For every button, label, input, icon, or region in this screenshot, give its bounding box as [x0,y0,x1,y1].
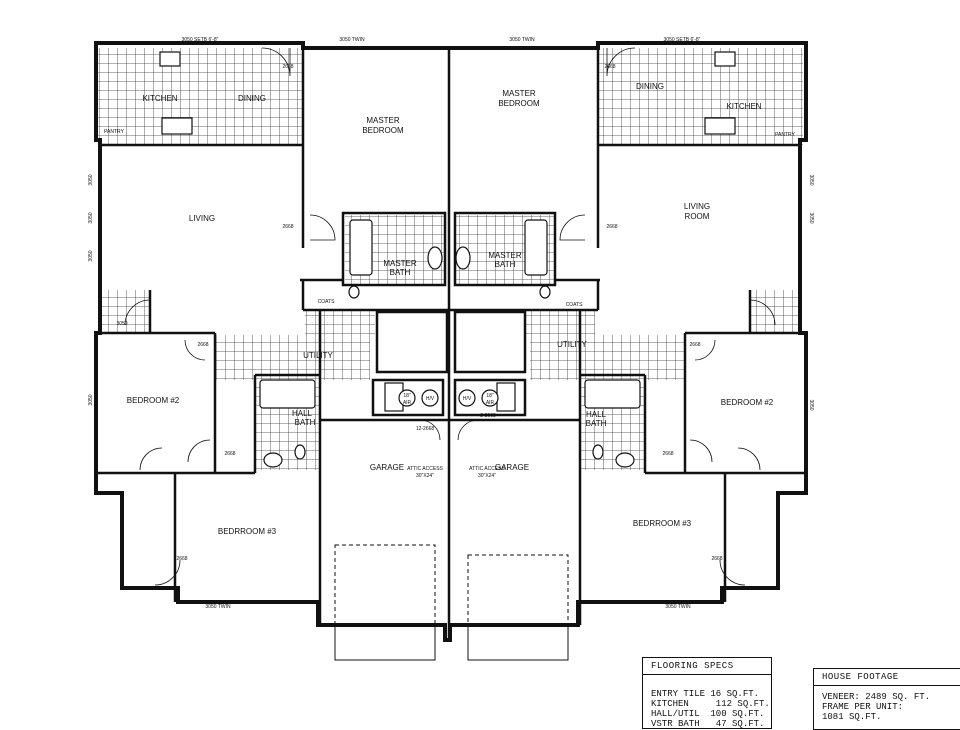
window-label: 3050 TWIN [205,604,231,610]
house-footage-row: 1081 SQ.FT. [822,712,882,722]
door-tag: 2668 [606,224,617,230]
bedroom3-label: BEDRROOM #3 [218,527,277,536]
living-label: LIVING [189,214,215,223]
house-footage-row: VENEER: 2489 SQ. FT. [822,692,931,702]
window-label: 3050 [808,399,814,410]
utility-label: UTILITY [303,351,333,360]
bedroom2-label: BEDROOM #2 [721,398,774,407]
window-label: 3050 TWIN [339,37,365,43]
door-tag: 2668 [604,64,615,70]
tile-floors [98,48,803,470]
door-tag: 2668 [197,342,208,348]
pantry-label: PANTRY [104,129,124,135]
door-tags: 2668 2668 2668 2668 2668 2668 2668 2668 … [176,64,722,562]
attic-label: 30"X24" [416,473,434,479]
door-tag: 2668 [689,342,700,348]
air-label: 18" [486,393,494,399]
window-label: 3050 SETB 6'-8" [182,37,219,43]
window-label: 3050 [808,212,814,223]
flooring-spec-row: HALL/UTIL 100 SQ.FT. [651,709,765,719]
door-tag: 2668 [282,64,293,70]
hall-bath-label: HALL [292,409,313,418]
window-label: 3050 [116,321,127,327]
flooring-spec-row: ENTRY TILE 16 SQ.FT. [651,689,760,699]
coats-label: COATS [566,302,584,308]
right-unit-labels: KITCHEN DINING PANTRY LIVING ROOM MASTER… [463,82,796,528]
garage-door-note: 2-2668 [480,413,496,419]
master-bath-label: BATH [390,268,411,277]
window-label: 3050 [88,394,94,405]
air-label: 18" [403,393,411,399]
hv-label: H/V [426,396,435,402]
coats-label: COATS [318,299,336,305]
interior-walls [96,48,806,640]
living-label: ROOM [685,212,710,221]
pantry-label: PANTRY [775,132,795,138]
window-label: 3050 [808,174,814,185]
exterior-walls [94,41,808,642]
door-tag: 2668 [662,451,673,457]
left-unit-labels: KITCHEN DINING PANTRY LIVING MASTER BEDR… [104,94,443,536]
bedroom3-label: BEDRROOM #3 [633,519,692,528]
driveway-edges [334,625,569,661]
attic-label: ATTIC ACCESS [407,466,443,472]
door-swings [124,47,776,586]
hall-bath-label: BATH [586,419,607,428]
hall-bath-label: HALL [586,410,607,419]
flooring-spec-row: KITCHEN 112 SQ.FT. [651,699,770,709]
hall-bath-label: BATH [295,418,316,427]
house-footage-table: HOUSE FOOTAGE VENEER: 2489 SQ. FT. FRAME… [813,668,960,730]
dining-label: DINING [238,94,266,103]
kitchen-label: KITCHEN [142,94,177,103]
air-label: AIR [403,400,412,406]
flooring-specs-table: FLOORING SPECS ENTRY TILE 16 SQ.FT. KITC… [642,657,772,729]
window-label: 3050 TWIN [665,604,691,610]
living-label: LIVING [684,202,710,211]
garage-label: GARAGE [370,463,404,472]
master-bath-label: BATH [495,260,516,269]
master-bedroom-label: BEDROOM [498,99,540,108]
bedroom2-label: BEDROOM #2 [127,396,180,405]
house-footage-row: FRAME PER UNIT: [822,702,904,712]
window-labels: 3050 SETB 6'-8" 3050 TWIN 3050 TWIN 3050… [116,37,700,610]
flooring-specs-title: FLOORING SPECS [643,658,771,675]
master-bedroom-label: MASTER [366,116,400,125]
flooring-spec-row: VSTR BATH 47 SQ.FT. [651,719,765,729]
attic-label: ATTIC ACCESS [469,466,505,472]
master-bedroom-label: BEDROOM [362,126,404,135]
window-label: 3050 TWIN [509,37,535,43]
attic-label: 30"X24" [478,473,496,479]
air-label: AIR [486,400,495,406]
utility-label: UTILITY [557,340,587,349]
door-tag: 2668 [224,451,235,457]
house-footage-title: HOUSE FOOTAGE [814,669,960,686]
window-label: 3050 [88,174,94,185]
window-label: 3050 SETB 6'-8" [664,37,701,43]
fixtures [159,51,736,468]
garage-doors [334,544,569,626]
garage-door-note: 12-2668 [416,426,435,432]
door-tag: 2668 [711,556,722,562]
master-bath-label: MASTER [488,251,522,260]
hv-label: H/V [463,396,472,402]
kitchen-label: KITCHEN [726,102,761,111]
master-bedroom-label: MASTER [502,89,536,98]
window-label: 3050 [88,212,94,223]
door-tag: 2668 [282,224,293,230]
window-label: 3050 [88,250,94,261]
master-bath-label: MASTER [383,259,417,268]
dining-label: DINING [636,82,664,91]
garage-label: GARAGE [495,463,529,472]
door-tag: 2668 [176,556,187,562]
